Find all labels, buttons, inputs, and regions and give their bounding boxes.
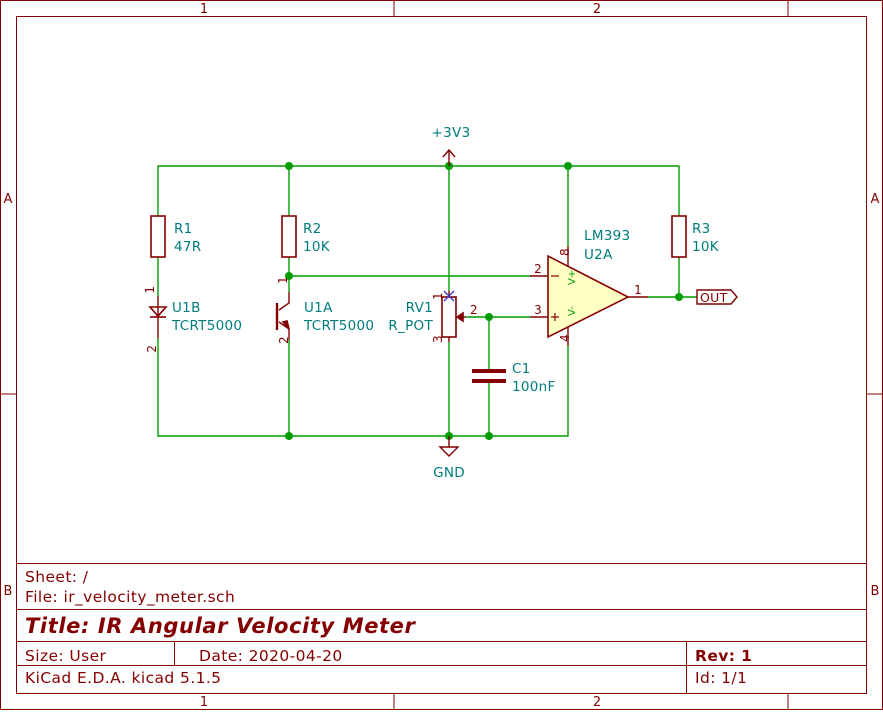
ground-label: GND bbox=[433, 465, 465, 481]
sheet-date: Date: 2020-04-20 bbox=[199, 647, 343, 665]
pot-pin-3: 3 bbox=[431, 335, 445, 343]
tool-version: KiCad E.D.A. kicad 5.1.5 bbox=[25, 669, 221, 687]
power-symbol-3v3[interactable]: +3V3 bbox=[432, 125, 471, 166]
sheet-size: Size: User bbox=[25, 647, 107, 665]
led-pin-1: 1 bbox=[143, 286, 157, 294]
r2-ref: R2 bbox=[303, 221, 322, 237]
title-block: Sheet: / File: ir_velocity_meter.sch Tit… bbox=[16, 563, 867, 694]
opamp-vminus-label: V- bbox=[567, 306, 578, 316]
resistor-r2[interactable]: R2 10K bbox=[281, 215, 331, 258]
rv1-ref: RV1 bbox=[406, 300, 433, 316]
c1-value: 100nF bbox=[512, 379, 556, 395]
frame-row-b-left: B bbox=[4, 584, 13, 599]
rv1-value: R_POT bbox=[388, 318, 433, 334]
out-label-text: OUT bbox=[700, 290, 728, 305]
ground-symbol[interactable]: GND bbox=[433, 436, 465, 481]
ir-led-u1b[interactable]: 1 2 U1B TCRT5000 bbox=[143, 286, 242, 353]
u1b-value: TCRT5000 bbox=[171, 318, 242, 334]
frame-row-a-right: A bbox=[871, 192, 880, 207]
trans-pin-2: 2 bbox=[277, 336, 291, 344]
comparator-u2a[interactable]: 2 3 1 8 4 V+ V- LM393 U2A bbox=[530, 228, 648, 346]
r2-value: 10K bbox=[303, 239, 331, 255]
frame-col-1-top: 1 bbox=[200, 2, 208, 17]
opamp-pin-vplus: 8 bbox=[558, 248, 572, 256]
frame-col-1-bottom: 1 bbox=[200, 695, 208, 710]
u1b-ref: U1B bbox=[172, 300, 201, 316]
r3-value: 10K bbox=[692, 239, 720, 255]
schematic-title: Title: IR Angular Velocity Meter bbox=[25, 614, 417, 638]
opamp-pin-vminus: 4 bbox=[558, 334, 572, 342]
c1-ref: C1 bbox=[512, 361, 531, 377]
capacitor-c1[interactable]: C1 100nF bbox=[472, 361, 556, 395]
file-name: File: ir_velocity_meter.sch bbox=[25, 588, 235, 607]
sheet-revision: Rev: 1 bbox=[695, 647, 752, 665]
u2a-value: LM393 bbox=[584, 228, 630, 244]
r1-ref: R1 bbox=[174, 221, 193, 237]
r3-ref: R3 bbox=[692, 221, 711, 237]
output-label[interactable]: OUT bbox=[696, 289, 738, 305]
r1-value: 47R bbox=[174, 239, 201, 255]
led-pin-2: 2 bbox=[145, 345, 159, 353]
sheet-id: Id: 1/1 bbox=[695, 669, 747, 687]
junctions bbox=[285, 162, 683, 440]
u1a-ref: U1A bbox=[304, 300, 333, 316]
frame-col-2-bottom: 2 bbox=[593, 695, 601, 710]
u2a-ref: U2A bbox=[584, 247, 613, 263]
frame-row-a-left: A bbox=[4, 192, 13, 207]
wires bbox=[157, 165, 697, 437]
frame-row-b-right: B bbox=[871, 584, 880, 599]
phototransistor-u1a[interactable]: 1 2 U1A TCRT5000 bbox=[275, 276, 374, 344]
pot-pin-1: 1 bbox=[431, 292, 445, 300]
sheet-name: Sheet: / bbox=[25, 568, 89, 586]
potentiometer-rv1[interactable]: 1 2 3 RV1 R_POT bbox=[388, 290, 478, 343]
frame-col-2-top: 2 bbox=[593, 2, 601, 17]
power-label: +3V3 bbox=[432, 125, 471, 141]
opamp-vplus-label: V+ bbox=[567, 270, 578, 285]
resistor-r3[interactable]: R3 10K bbox=[671, 215, 720, 258]
u1a-value: TCRT5000 bbox=[303, 318, 374, 334]
opamp-pin-plus: 3 bbox=[534, 303, 542, 317]
trans-pin-1: 1 bbox=[276, 276, 290, 284]
opamp-pin-minus: 2 bbox=[534, 262, 542, 276]
opamp-pin-out: 1 bbox=[634, 283, 642, 297]
resistor-r1[interactable]: R1 47R bbox=[150, 215, 201, 258]
pot-pin-2: 2 bbox=[470, 303, 478, 317]
